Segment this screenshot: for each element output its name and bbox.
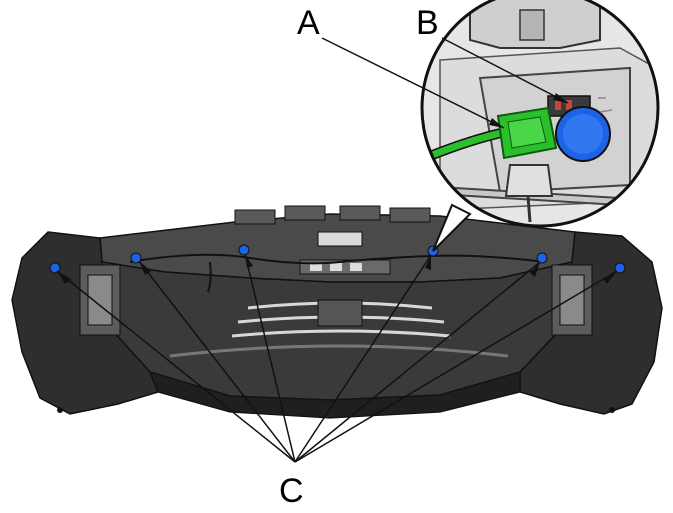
label-b: B [416, 4, 439, 42]
arrowheads [57, 93, 617, 284]
label-a: A [297, 4, 320, 42]
sensor-center-left [238, 244, 250, 256]
sensor-right [536, 252, 548, 264]
label-c: C [279, 472, 304, 510]
sensor-left [130, 252, 142, 264]
sensor-far-right [614, 262, 626, 274]
leader-lines [56, 37, 618, 463]
bumper-cover [11, 205, 663, 419]
detail-callout [420, 0, 660, 252]
